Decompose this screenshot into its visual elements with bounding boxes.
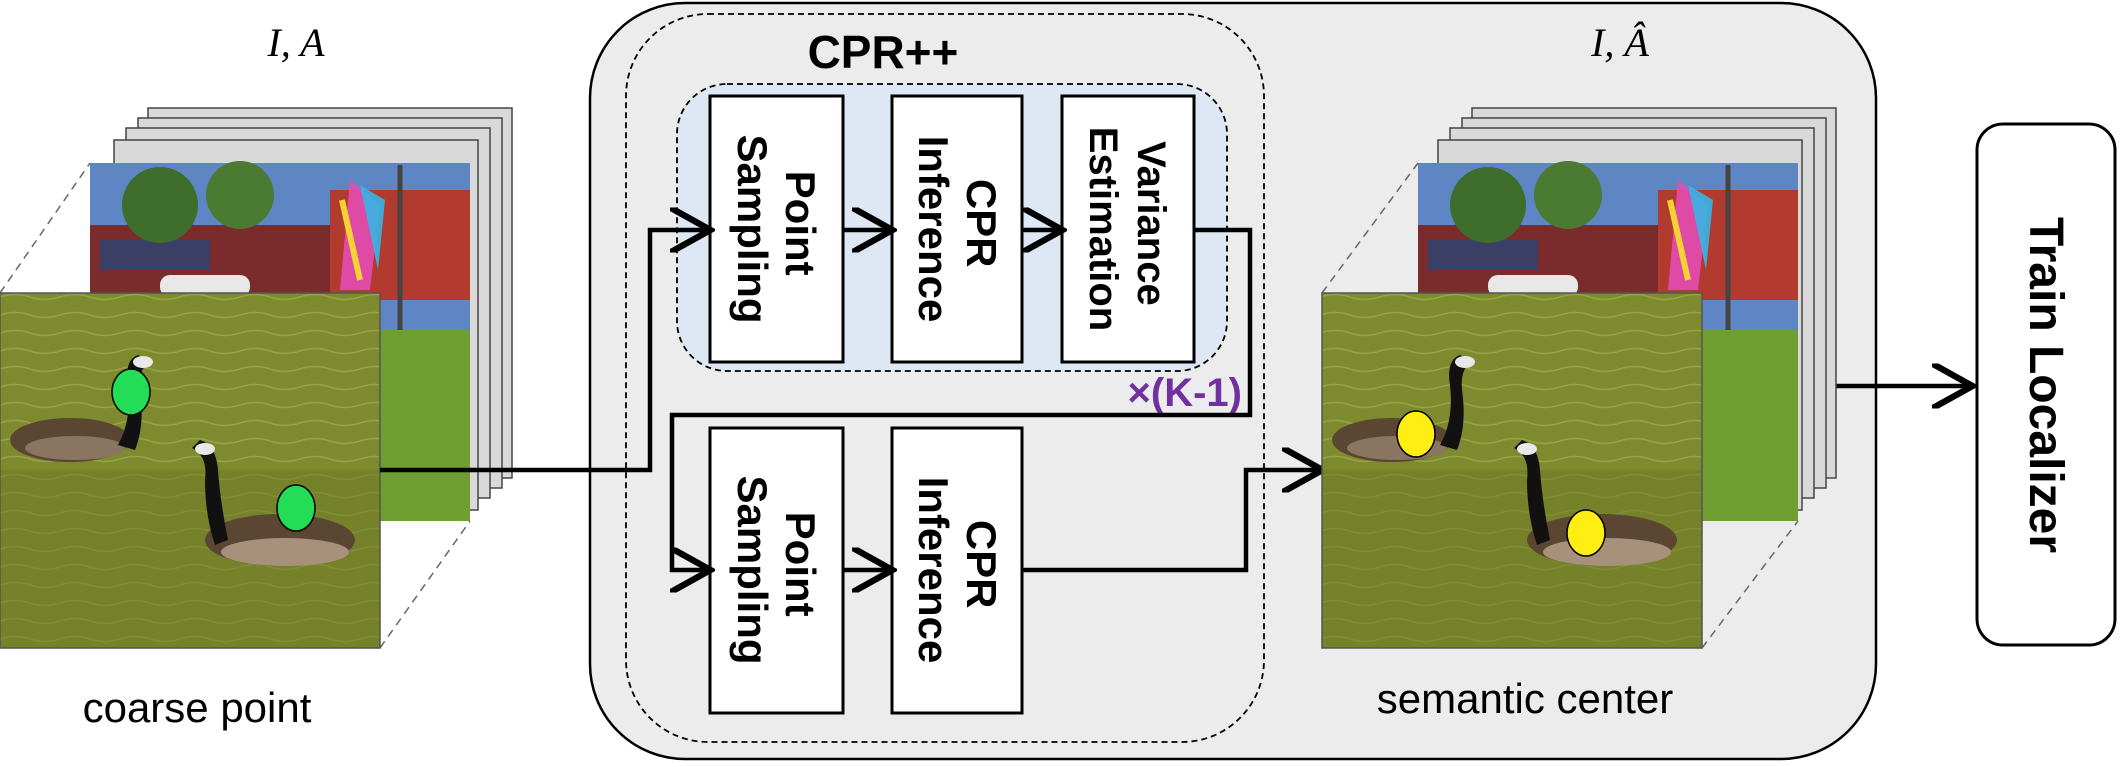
train-localizer-block: Train Localizer: [1975, 122, 2117, 647]
coarse-point-marker: [111, 368, 151, 416]
output-image-stack: I, Â: [1321, 20, 1837, 722]
semantic-caption: semantic center: [1377, 675, 1673, 722]
connectors: [380, 230, 1968, 570]
final-block-point-sampling: Point Sampling: [708, 426, 845, 715]
iter-block-point-sampling: Point Sampling: [708, 94, 845, 364]
localizer-label: Train Localizer: [2019, 217, 2072, 553]
perspective-line: [1701, 520, 1799, 649]
repeat-label: ×(K-1): [1128, 371, 1242, 415]
svg-text:CPR Inference: CPR Inference: [910, 136, 1005, 323]
coarse-caption: coarse point: [83, 684, 312, 731]
cpr-dashed-frame: [625, 13, 1265, 743]
front-photo-border: [1321, 292, 1703, 649]
goose-photo-front: [1322, 293, 1702, 648]
output-label: I, Â: [1590, 20, 1649, 65]
input-image-stack: I, A: [0, 20, 513, 731]
arrow-loop-back: [669, 227, 1253, 570]
coarse-point-marker: [276, 484, 316, 532]
perspective-line: [0, 162, 91, 294]
iter-block-cpr-inference: CPR Inference: [890, 94, 1024, 364]
module-title: CPR++: [808, 26, 959, 78]
arrow-input-to-sampling: [380, 230, 706, 473]
svg-text:Point Sampling: Point Sampling: [729, 475, 824, 664]
semantic-center-marker: [1566, 509, 1606, 557]
svg-text:Point Sampling: Point Sampling: [729, 134, 824, 323]
arrow-inference-to-output: [1022, 470, 1318, 573]
iter-block-variance-estimation: Variance Estimation: [1060, 94, 1196, 364]
input-label: I, A: [266, 20, 325, 65]
svg-text:Variance Estimation: Variance Estimation: [1081, 127, 1173, 331]
goose-photo-front: [0, 293, 380, 648]
perspective-line: [379, 520, 471, 649]
semantic-center-marker: [1396, 410, 1436, 458]
svg-text:CPR Inference: CPR Inference: [910, 477, 1005, 664]
final-block-cpr-inference: CPR Inference: [890, 426, 1024, 715]
